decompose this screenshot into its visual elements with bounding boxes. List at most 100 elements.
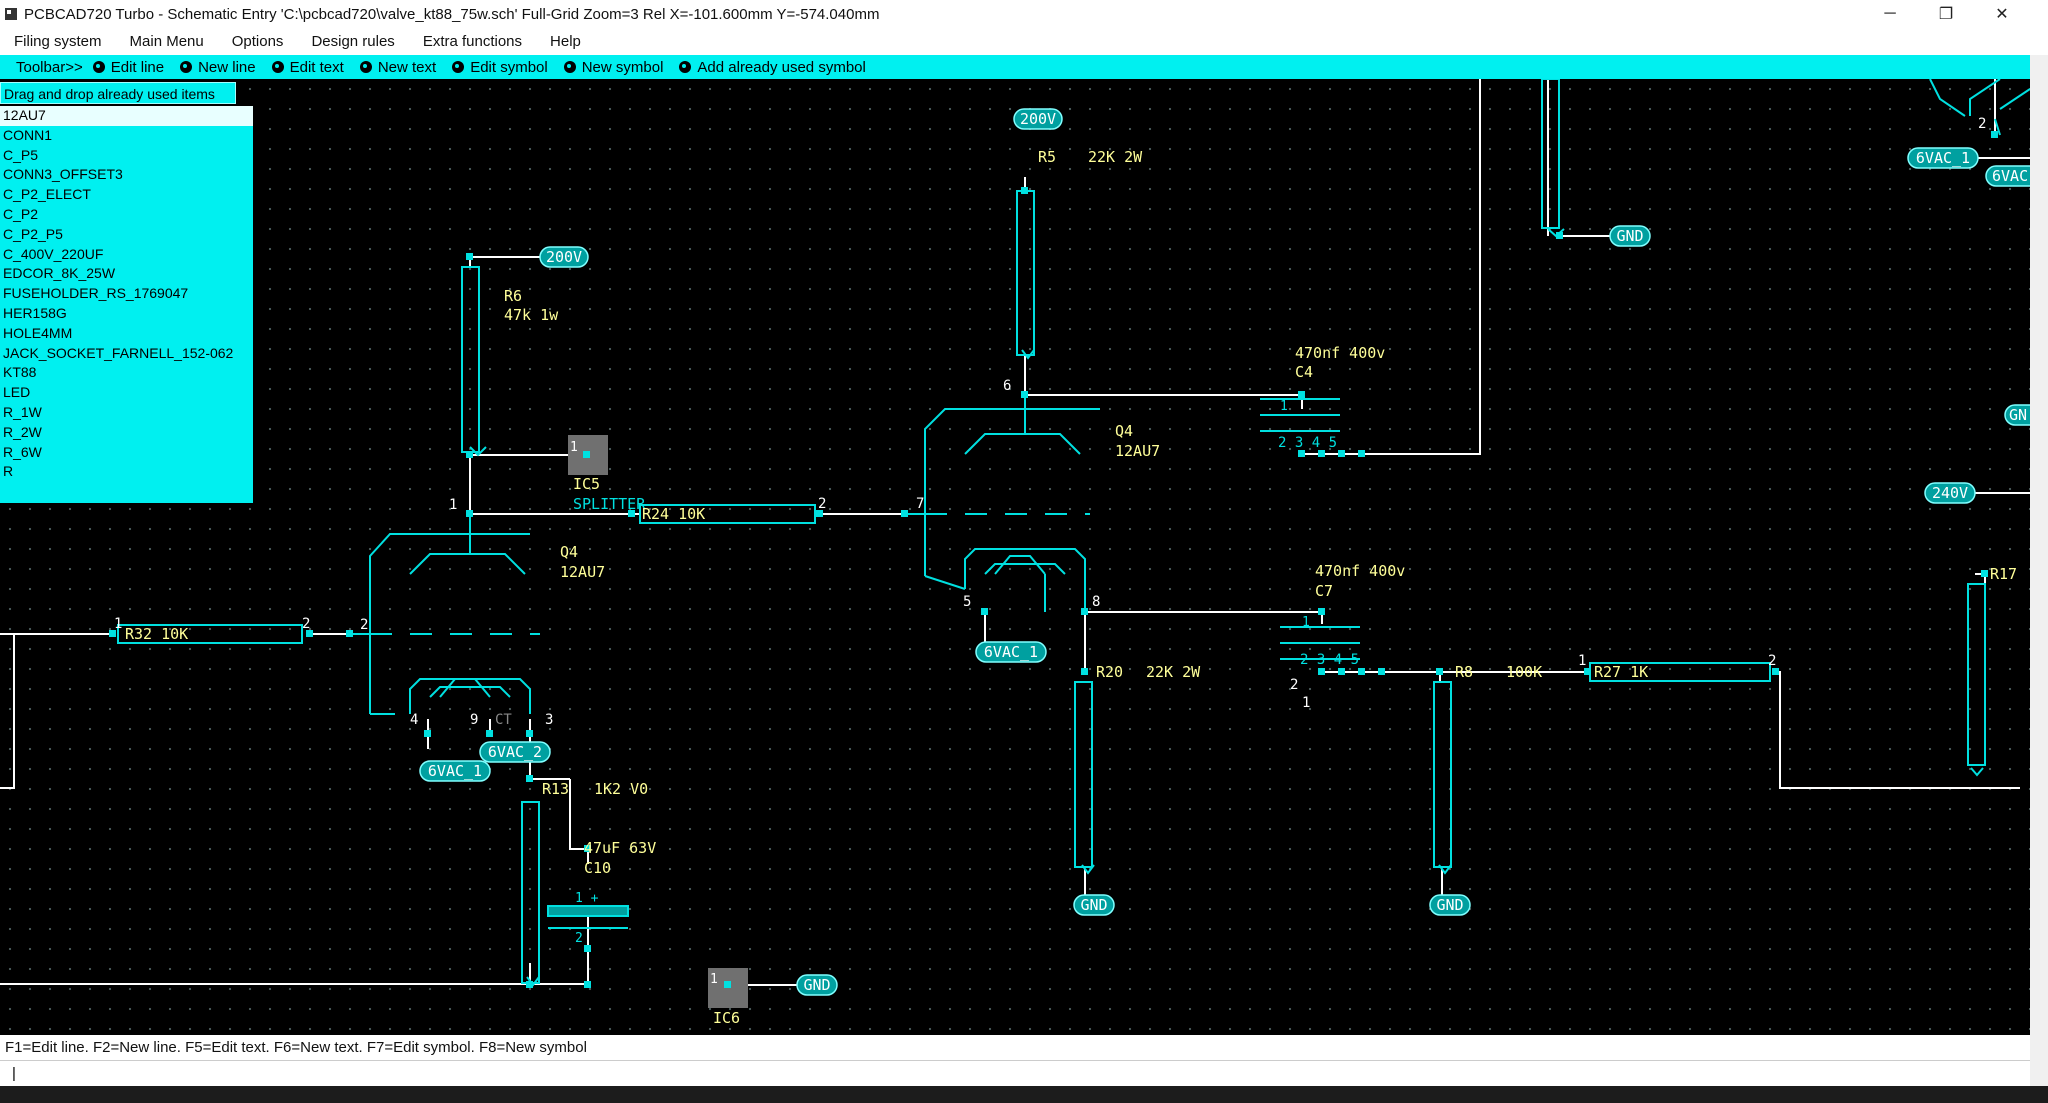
net-label-gnd-b[interactable]: GND [1073, 894, 1115, 916]
maximize-button[interactable]: ❐ [1938, 6, 1954, 23]
connection-dots [109, 131, 1998, 988]
r5-value: 22K 2W [1088, 148, 1143, 166]
list-item[interactable]: R_1W [3, 403, 42, 420]
toolbar-label[interactable]: Toolbar>> [16, 58, 83, 76]
tool-edit-line[interactable]: Edit line [92, 58, 165, 76]
q4-right-ref: Q4 [1115, 422, 1133, 440]
radio-icon [452, 61, 465, 73]
dnd-item-list[interactable]: 12AU7 CONN1 C_P5 CONN3_OFFSET3 C_P2_ELEC… [0, 106, 253, 503]
svg-text:1: 1 [1578, 653, 1586, 669]
r20-value: 22K 2W [1146, 663, 1201, 681]
r24-label: R24 10K [642, 505, 705, 523]
tool-edit-symbol[interactable]: Edit symbol [452, 59, 548, 76]
list-item[interactable]: LED [3, 384, 31, 401]
net-label-6vac-edge[interactable]: 6VAC [1985, 165, 2030, 187]
r8-ref: R8 [1455, 663, 1473, 681]
list-item[interactable]: KT88 [3, 364, 37, 381]
minimize-button[interactable]: ─ [1884, 5, 1896, 22]
menu-options[interactable]: Options [231, 33, 284, 50]
list-item[interactable]: R_2W [3, 423, 42, 440]
list-item[interactable]: C_P2 [3, 205, 39, 222]
net-label-gnd-d[interactable]: GND [796, 974, 838, 996]
menu-extra-functions[interactable]: Extra functions [422, 33, 523, 50]
svg-text:2: 2 [302, 616, 310, 632]
r5-ref: R5 [1038, 148, 1056, 166]
list-item[interactable]: C_P2_ELECT [3, 186, 91, 203]
svg-text:GND: GND [1080, 896, 1107, 914]
list-item[interactable]: C_400V_220UF [3, 245, 104, 262]
command-input[interactable]: | [0, 1060, 2030, 1086]
list-item[interactable]: HOLE4MM [3, 324, 73, 341]
net-label-200v-b[interactable]: 200V [1013, 108, 1063, 130]
net-label-6vac-2[interactable]: 6VAC_2 [479, 741, 551, 763]
tool-new-symbol[interactable]: New symbol [563, 59, 663, 76]
schematic-canvas[interactable]: 200V 200V GND GND GND GND [0, 79, 2030, 1035]
menu-main-menu[interactable]: Main Menu [129, 33, 204, 50]
menu-design-rules[interactable]: Design rules [311, 33, 395, 50]
r32-label: R32 10K [125, 625, 188, 643]
net-label-gnd-a[interactable]: GND [1609, 225, 1651, 247]
radio-icon [563, 61, 576, 73]
svg-text:GND: GND [1616, 227, 1643, 245]
app-icon [5, 8, 17, 20]
list-item[interactable]: EDCOR_8K_25W [3, 265, 116, 282]
net-label-gnd-c[interactable]: GND [1429, 894, 1471, 916]
tool-label: Edit line [110, 58, 165, 76]
list-item[interactable]: CONN3_OFFSET3 [3, 166, 123, 183]
net-label-gn-edge[interactable]: GN [2004, 404, 2030, 426]
r6-value: 47k 1w [504, 306, 559, 324]
ic6-ref: IC6 [713, 1009, 740, 1027]
svg-text:2: 2 [1768, 653, 1776, 669]
svg-text:240V: 240V [1932, 484, 1968, 502]
toolbar: Toolbar>> Edit line New line Edit text N… [0, 55, 2030, 79]
svg-text:3: 3 [545, 712, 553, 728]
status-bar: F1=Edit line. F2=New line. F5=Edit text.… [0, 1035, 2030, 1060]
wires [0, 79, 2030, 986]
tool-new-text[interactable]: New text [359, 59, 436, 76]
radio-icon [679, 61, 692, 73]
tool-add-used-symbol[interactable]: Add already used symbol [679, 59, 866, 76]
list-item[interactable]: R_6W [3, 443, 42, 460]
svg-text:GND: GND [803, 976, 830, 994]
list-item[interactable]: JACK_SOCKET_FARNELL_152-062 [3, 344, 234, 361]
r8-value: 100K [1506, 663, 1542, 681]
q4-right-value: 12AU7 [1115, 442, 1160, 460]
tool-new-line[interactable]: New line [180, 59, 256, 76]
svg-text:2: 2 [818, 496, 826, 512]
close-button[interactable]: ✕ [1995, 6, 2009, 23]
r20-ref: R20 [1096, 663, 1123, 681]
net-label-6vac-1-c[interactable]: 6VAC_1 [1907, 147, 1979, 169]
svg-text:2: 2 [1290, 677, 1298, 693]
net-labels: 200V 200V GND GND GND GND [419, 108, 2030, 996]
list-item[interactable]: 12AU7 [0, 106, 253, 126]
q4-left-value: 12AU7 [560, 563, 605, 581]
list-item[interactable]: R [3, 463, 14, 480]
list-item[interactable]: C_P5 [3, 146, 39, 163]
menu-filing-system[interactable]: Filing system [14, 33, 102, 50]
list-item[interactable]: CONN1 [3, 126, 53, 143]
q4-left-ref: Q4 [560, 543, 578, 561]
svg-text:200V: 200V [546, 248, 582, 266]
svg-text:5: 5 [963, 594, 971, 610]
vertical-scrollbar[interactable] [2030, 55, 2048, 1086]
c10-ref: C10 [584, 859, 611, 877]
radio-icon [359, 61, 372, 73]
svg-text:6VAC_2: 6VAC_2 [488, 743, 542, 761]
svg-text:8: 8 [1092, 594, 1100, 610]
r17-label: R17 [1990, 565, 2017, 583]
list-item[interactable]: HER158G [3, 304, 67, 321]
svg-text:9: 9 [470, 712, 478, 728]
net-label-6vac-1-a[interactable]: 6VAC_1 [975, 641, 1047, 663]
svg-text:4: 4 [410, 712, 418, 728]
net-label-6vac-1-b[interactable]: 6VAC_1 [419, 760, 491, 782]
list-item[interactable]: C_P2_P5 [3, 225, 63, 242]
svg-text:GND: GND [1436, 896, 1463, 914]
c4-pin1: 1 [1280, 399, 1288, 414]
net-label-240v[interactable]: 240V [1924, 482, 1976, 504]
net-label-200v-a[interactable]: 200V [539, 246, 589, 268]
svg-text:6VAC_1: 6VAC_1 [428, 762, 482, 780]
c4-ref: C4 [1295, 363, 1313, 381]
menu-help[interactable]: Help [550, 33, 581, 50]
list-item[interactable]: FUSEHOLDER_RS_1769047 [3, 285, 189, 302]
tool-edit-text[interactable]: Edit text [271, 59, 344, 76]
